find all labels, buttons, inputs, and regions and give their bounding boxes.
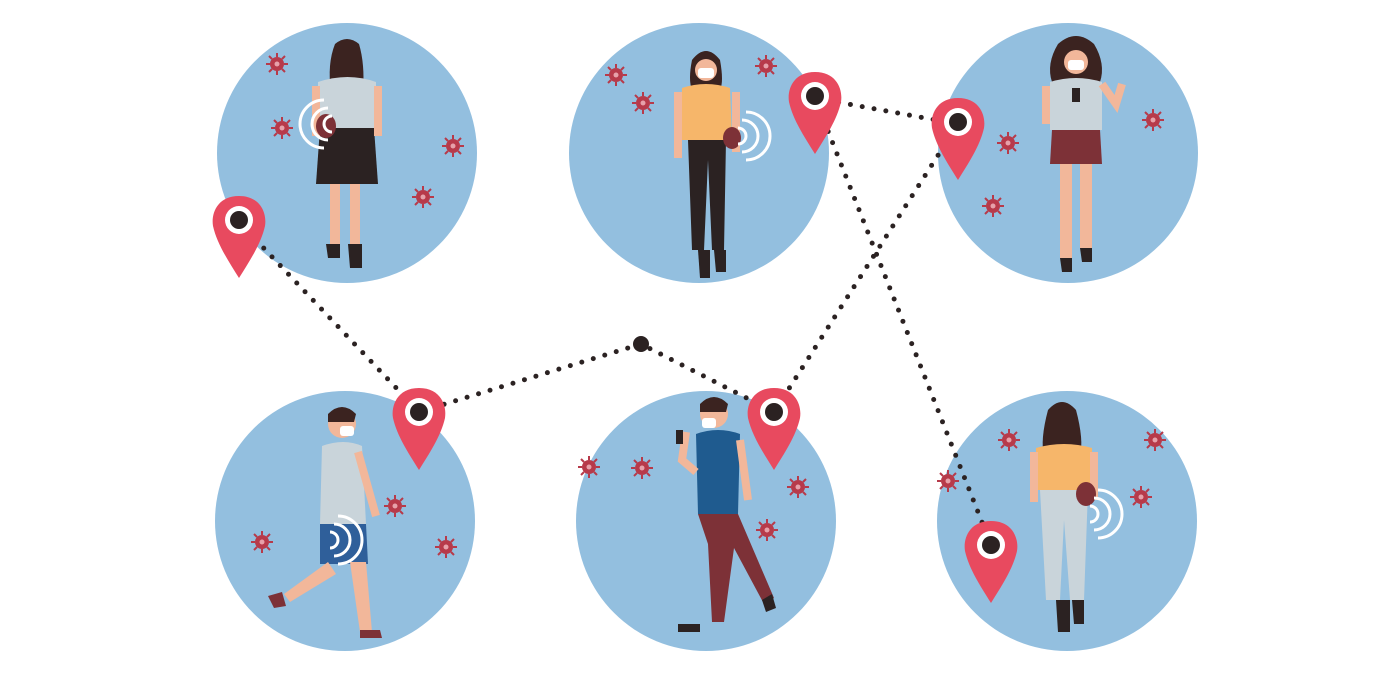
virus-icon	[604, 63, 628, 87]
virus-icon	[270, 116, 294, 140]
virus-icon	[1129, 485, 1153, 509]
virus-icon	[383, 494, 407, 518]
virus-icon	[754, 54, 778, 78]
person-man-walking-bottom-left	[268, 407, 382, 638]
virus-icon	[1141, 108, 1165, 132]
person-man-phone-bottom-center	[676, 397, 776, 632]
location-pin-icon	[212, 196, 266, 278]
virus-icon	[755, 518, 779, 542]
virus-icon	[265, 52, 289, 76]
virus-icon	[441, 134, 465, 158]
person-woman-phone-top-right	[1042, 36, 1126, 272]
virus-icon	[936, 469, 960, 493]
person-woman-back-top-left	[298, 39, 382, 268]
virus-icon	[997, 428, 1021, 452]
virus-icon	[250, 530, 274, 554]
virus-icon	[786, 475, 810, 499]
person-woman-front-top-center	[674, 51, 772, 278]
path-junction-dot	[633, 336, 649, 352]
virus-icon	[434, 535, 458, 559]
virus-icon	[981, 194, 1005, 218]
virus-icon	[577, 455, 601, 479]
virus-icon	[630, 456, 654, 480]
virus-icon	[631, 91, 655, 115]
virus-icon	[996, 131, 1020, 155]
person-woman-back-bottom-right	[1030, 402, 1124, 632]
virus-icon	[411, 185, 435, 209]
virus-icon	[1143, 428, 1167, 452]
